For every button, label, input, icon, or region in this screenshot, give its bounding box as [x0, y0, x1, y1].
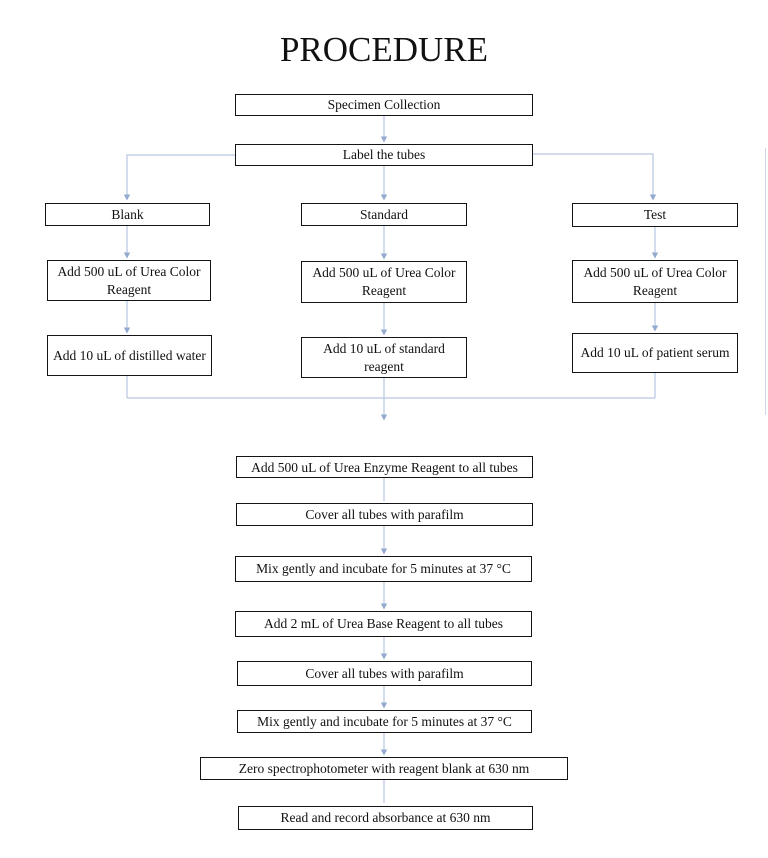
- arrowhead-icon: [123, 252, 131, 259]
- flow-node-standard-reagent: Add 10 uL of standard reagent: [301, 337, 467, 378]
- arrowhead-icon: [649, 194, 657, 201]
- flow-node-label: Add 500 uL of Urea Enzyme Reagent to all…: [251, 460, 518, 475]
- flow-node-standard: Standard: [301, 203, 467, 226]
- arrowhead-icon: [380, 702, 388, 709]
- flow-node-label: Blank: [111, 206, 144, 222]
- flow-node-label: Add 10 uL of patient serum: [580, 345, 730, 360]
- flow-node-label: Test: [643, 207, 667, 222]
- arrowhead-icon: [380, 136, 388, 143]
- flow-node-label: Mix gently and incubate for 5 minutes at…: [256, 561, 511, 576]
- flow-node-label: Label the tubes: [342, 147, 426, 162]
- arrowhead-icon: [380, 253, 388, 260]
- flow-node-label: Add 10 uL of distilled water: [53, 347, 206, 363]
- flow-node-color-reagent-standard: Add 500 uL of Urea Color Reagent: [301, 261, 467, 303]
- flow-node-zero-spectrophotometer: Zero spectrophotometer with reagent blan…: [200, 757, 568, 780]
- arrowhead-icon: [380, 329, 388, 336]
- page-edge-line: [765, 148, 766, 415]
- flow-node-cover-parafilm-2: Cover all tubes with parafilm: [237, 661, 532, 686]
- connector-label-tubes-to-test: [533, 153, 654, 199]
- flow-node-label: Zero spectrophotometer with reagent blan…: [238, 760, 530, 776]
- flow-node-specimen-collection: Specimen Collection: [235, 94, 533, 116]
- arrowhead-icon: [651, 325, 659, 332]
- arrowhead-icon: [380, 603, 388, 610]
- flow-node-label: Specimen Collection: [327, 97, 441, 112]
- arrowhead-icon: [380, 414, 388, 421]
- flow-node-label: Cover all tubes with parafilm: [305, 506, 464, 522]
- arrowhead-icon: [123, 194, 131, 201]
- flow-node-cover-parafilm-1: Cover all tubes with parafilm: [236, 503, 533, 526]
- flow-node-read-absorbance: Read and record absorbance at 630 nm: [238, 806, 533, 830]
- arrowhead-icon: [380, 548, 388, 555]
- flow-node-enzyme-reagent: Add 500 uL of Urea Enzyme Reagent to all…: [236, 456, 533, 478]
- connector-label-tubes-to-blank: [126, 154, 235, 199]
- flow-node-color-reagent-blank: Add 500 uL of Urea Color Reagent: [47, 260, 211, 301]
- flow-node-label: Read and record absorbance at 630 nm: [280, 810, 491, 825]
- flow-node-color-reagent-test: Add 500 uL of Urea Color Reagent: [572, 260, 738, 303]
- flow-node-label: Add 10 uL of standard reagent: [323, 340, 445, 374]
- flow-node-label: Cover all tubes with parafilm: [305, 665, 464, 681]
- flow-node-label: Add 500 uL of Urea Color Reagent: [312, 265, 456, 298]
- flow-node-mix-incubate-1: Mix gently and incubate for 5 minutes at…: [235, 556, 532, 582]
- flow-node-test: Test: [572, 203, 738, 227]
- flow-node-base-reagent: Add 2 mL of Urea Base Reagent to all tub…: [235, 611, 532, 637]
- flow-node-distilled-water: Add 10 uL of distilled water: [47, 335, 212, 376]
- arrowhead-icon: [380, 653, 388, 660]
- flow-node-label: Mix gently and incubate for 5 minutes at…: [257, 713, 512, 729]
- flow-node-mix-incubate-2: Mix gently and incubate for 5 minutes at…: [237, 710, 532, 733]
- flow-node-patient-serum: Add 10 uL of patient serum: [572, 333, 738, 373]
- flow-node-label: Add 500 uL of Urea Color Reagent: [57, 263, 201, 297]
- flow-node-label: Add 500 uL of Urea Color Reagent: [583, 264, 727, 298]
- flow-node-label-tubes: Label the tubes: [235, 144, 533, 166]
- arrowhead-icon: [380, 749, 388, 756]
- arrowhead-icon: [380, 194, 388, 201]
- flow-node-blank: Blank: [45, 203, 210, 226]
- diagram-title: PROCEDURE: [279, 30, 489, 69]
- arrowhead-icon: [651, 252, 659, 259]
- flow-node-label: Standard: [360, 206, 408, 222]
- arrowhead-icon: [123, 327, 131, 334]
- flow-node-label: Add 2 mL of Urea Base Reagent to all tub…: [263, 616, 504, 631]
